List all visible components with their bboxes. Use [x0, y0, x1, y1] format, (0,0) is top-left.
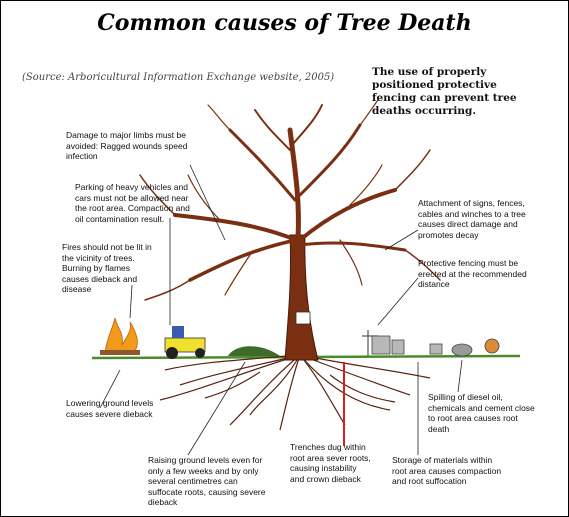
tree-trunk — [285, 235, 318, 360]
trunk-sign — [296, 312, 310, 324]
label-spilling: Spilling of diesel oil, chemicals and ce… — [428, 392, 538, 434]
label-trenches: Trenches dug within root area sever root… — [290, 442, 372, 484]
label-fencing: Protective fencing must be erected at th… — [418, 258, 536, 290]
fire-icon — [100, 318, 140, 355]
root-system — [160, 355, 430, 430]
label-storage: Storage of materials within root area ca… — [392, 455, 507, 487]
stored-materials-icon — [372, 336, 499, 356]
label-fires: Fires should not be lit in the vicinity … — [62, 242, 152, 295]
label-attachment: Attachment of signs, fences, cables and … — [418, 198, 543, 240]
soil-mound-icon — [228, 346, 280, 356]
tractor-icon — [165, 326, 205, 359]
label-raising: Raising ground levels even for only a fe… — [148, 455, 268, 508]
label-damage-limbs: Damage to major limbs must be avoided: R… — [66, 130, 201, 162]
label-parking: Parking of heavy vehicles and cars must … — [75, 182, 190, 224]
label-lowering: Lowering ground levels causes severe die… — [66, 398, 176, 419]
